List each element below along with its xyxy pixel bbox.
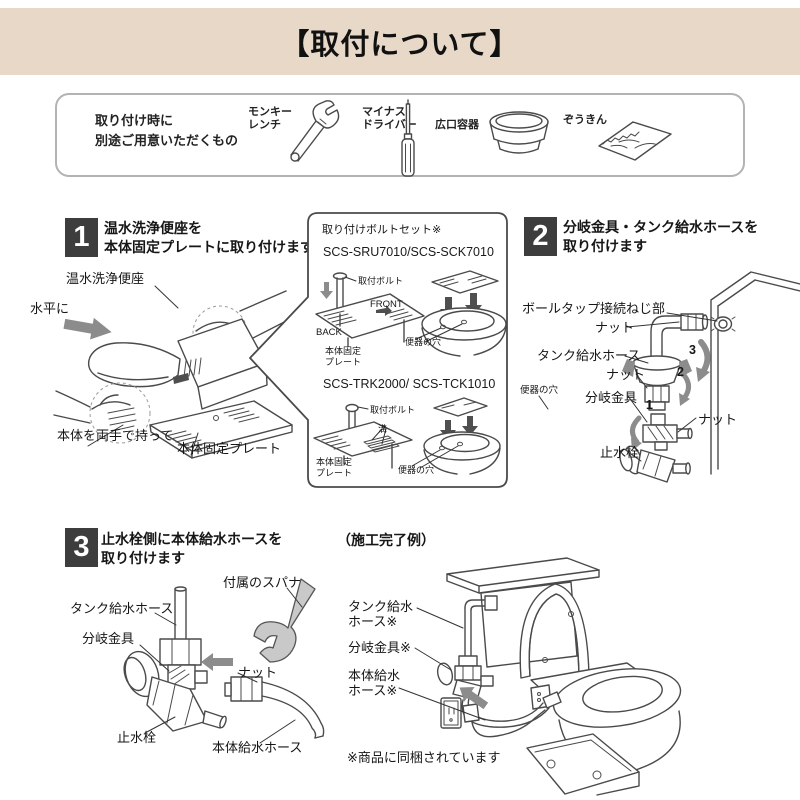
step3-label-nut: ナット (238, 665, 278, 680)
callout2-label-hole: 便器の穴 (398, 465, 435, 475)
tools-intro-line1: 取り付け時に (95, 113, 174, 128)
step2-label-branch: 分岐金具 (585, 390, 638, 405)
step2-heading: 分岐金具・タンク給水ホースを 取り付けます (563, 219, 759, 254)
step3-heading: 止水栓側に本体給水ホースを 取り付けます (101, 531, 283, 566)
step3-illustration (123, 578, 325, 744)
step3-label-branch: 分岐金具 (82, 631, 135, 646)
step2-illustration (538, 271, 800, 483)
diagram2-plate-slats (321, 435, 351, 450)
callout1-label-front: FRONT (370, 299, 403, 310)
step1-number-badge: 1 (65, 218, 98, 257)
callout1-label-plate: 本体固定 プレート (325, 346, 362, 367)
step2-label-balltap: ボールタップ接続ねじ部 (522, 301, 666, 316)
finished-footnote: ※商品に同梱されています (347, 750, 501, 765)
callout2-label-bolt: 取付ボルト (370, 405, 416, 415)
plate-slots (165, 407, 260, 449)
step3-number-badge: 3 (65, 528, 98, 567)
finished-example-title: （施工完了例） (337, 532, 435, 548)
cloth-icon (598, 121, 672, 161)
callout-models-2: SCS-TRK2000/ SCS-TCK1010 (323, 377, 496, 391)
finished-example-illustration (398, 557, 682, 796)
step2-label-nut-right: ナット (698, 412, 738, 427)
step2-label-nut-mid: ナット (606, 367, 646, 382)
step1-illustration (53, 285, 297, 459)
title-band: 【取付について】 (0, 8, 800, 75)
step3-label-tank-hose: タンク給水ホース (70, 601, 174, 616)
tool-label-wrench: モンキー レンチ (248, 106, 292, 131)
tool-label-screwdriver: マイナス ドライバー (362, 106, 417, 131)
callout-diagram-1 (315, 270, 507, 357)
step2-number-badge: 2 (524, 217, 557, 256)
plug-arrow (459, 687, 489, 710)
tools-intro: 取り付け時に 別途ご用意いただくもの (95, 111, 238, 151)
horizontal-arrow (63, 317, 112, 340)
push-arrow (201, 653, 233, 671)
tool-label-container: 広口容器 (435, 119, 479, 131)
tools-intro-line2: 別途ご用意いただくもの (95, 133, 239, 148)
diagram2-miniplate-slats (441, 401, 477, 409)
step2-order-1: 1 (646, 398, 653, 412)
callout1-label-back: BACK (316, 327, 342, 338)
step2-label-nut-top: ナット (595, 320, 635, 335)
bowl-icon (489, 111, 549, 154)
step2-order-3: 3 (689, 343, 696, 357)
callout1-label-bolt: 取付ボルト (358, 276, 404, 286)
page-title: 【取付について】 (280, 28, 520, 61)
diagram1-miniplate-slats (439, 275, 487, 287)
step1-label-plate: 本体固定プレート (177, 441, 282, 456)
step1-heading: 温水洗浄便座を 本体固定プレートに取り付けます (104, 220, 314, 255)
step2-label-hole: 便器の穴 (520, 385, 559, 396)
spanner-drawing (253, 578, 316, 663)
step3-label-spanner: 付属のスパナ (223, 575, 302, 590)
finished-label-body-hose: 本体給水 ホース※ (348, 668, 401, 698)
callout-diagram-2 (313, 397, 501, 475)
callout-models-1: SCS-SRU7010/SCS-SCK7010 (323, 245, 494, 259)
callout-title: 取り付けボルトセット※ (322, 224, 442, 236)
step1-label-horizontal: 水平に (30, 301, 70, 316)
step3-label-body-hose: 本体給水ホース (212, 740, 303, 755)
callout1-label-hole: 便器の穴 (405, 337, 442, 347)
callout2-label-groove: 溝 (378, 424, 388, 434)
step2-label-tank-hose: タンク給水ホース (537, 348, 641, 363)
callout2-label-plate: 本体固定 プレート (316, 457, 353, 478)
step1-label-seat: 温水洗浄便座 (66, 271, 145, 286)
finished-label-branch: 分岐金具※ (348, 640, 411, 655)
step1-label-hold: 本体を両手で持って (57, 428, 174, 443)
step2-order-2: 2 (677, 365, 684, 379)
tool-label-cloth: ぞうきん (563, 114, 607, 126)
finished-label-tank-hose: タンク給水 ホース※ (348, 599, 414, 629)
wrench-icon (290, 100, 340, 162)
step3-label-valve: 止水栓 (117, 730, 157, 745)
step2-label-valve: 止水栓 (600, 445, 640, 460)
screwdriver-icon (401, 99, 415, 177)
